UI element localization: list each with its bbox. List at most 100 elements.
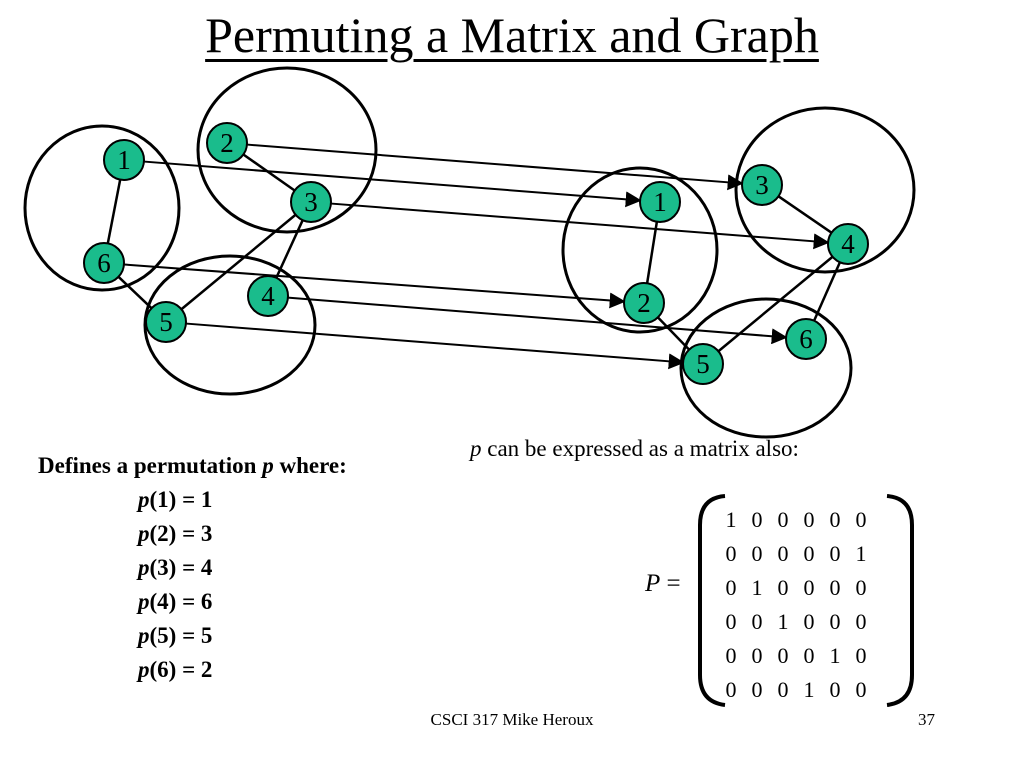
permutation-var: p [138,521,150,546]
matrix-cell: 1 [777,609,789,634]
node-label: 1 [117,145,131,175]
matrix-cell: 1 [751,575,763,600]
left-graph-edge [106,179,122,244]
node-circle [639,181,681,223]
left-graph-edge [242,153,296,192]
node-label: 6 [799,324,813,354]
matrix-cell: 0 [777,643,789,668]
node-circle [247,275,289,317]
permutation-value: (1) = 1 [149,487,213,512]
permutation-value: (4) = 6 [149,589,213,614]
matrix-cell: 0 [855,677,867,702]
right-brace [886,494,914,707]
matrix-cell: 0 [829,677,841,702]
right-graph-edge [717,255,834,353]
node-label: 3 [304,187,318,217]
heading-prefix: Defines a permutation [38,453,263,478]
matrix-cell: 0 [725,541,737,566]
permutation-var: p [138,623,150,648]
matrix-cell: 0 [855,643,867,668]
right-node-1: 1 [639,181,681,223]
mapping-arrow [185,322,685,370]
permutation-graph-diagram: 1 2 3 4 5 6 1 2 3 4 5 6 [23,66,916,439]
matrix-cell: 0 [777,541,789,566]
matrix-cell: 0 [751,677,763,702]
slide-title: Permuting a Matrix and Graph [205,7,819,63]
right-node-3: 3 [741,164,783,206]
permutation-var: p [138,487,150,512]
heading-suffix: where: [273,453,347,478]
matrix-cell: 0 [829,609,841,634]
group-ellipse [23,124,181,292]
node-label: 3 [755,170,769,200]
matrix-name: P [645,570,661,597]
node-circle [785,318,827,360]
matrix-cell: 0 [777,575,789,600]
right-node-2: 2 [623,282,665,324]
node-circle [103,139,145,181]
mapping-arrow [330,202,830,250]
node-circle [741,164,783,206]
left-graph-edge [117,275,153,310]
node-label: 2 [220,128,234,158]
node-circle [206,122,248,164]
footer-text: CSCI 317 Mike Heroux [430,710,594,729]
node-label: 4 [261,281,275,311]
node-circle [83,242,125,284]
matrix-cell: 0 [777,507,789,532]
mapping-arrow [123,263,626,309]
matrix-cell: 0 [777,677,789,702]
mapping-arrow [143,160,642,208]
matrix-cell: 0 [829,575,841,600]
matrix-cell: 0 [725,575,737,600]
group-ellipse [561,166,719,334]
left-node-5: 5 [145,301,187,343]
matrix-cell: 0 [725,609,737,634]
left-node-2: 2 [206,122,248,164]
permutation-line: p(2) = 3 [138,517,347,551]
node-circle [145,301,187,343]
matrix-cell: 0 [855,575,867,600]
permutation-value: (3) = 4 [149,555,213,580]
matrix-cell: 0 [725,677,737,702]
node-label: 4 [841,229,855,259]
matrix-cell: 0 [725,643,737,668]
node-label: 2 [637,288,651,318]
node-label: 5 [159,307,173,337]
matrix-equals: = [660,570,681,597]
left-node-1: 1 [103,139,145,181]
permutation-var: p [138,657,150,682]
permutation-definition: Defines a permutation p where: p(1) = 1 … [38,453,347,687]
permutation-list: p(1) = 1 p(2) = 3 p(3) = 4 p(4) = 6 p(5)… [38,483,347,687]
matrix-cell: 1 [829,643,841,668]
permutation-var: p [138,589,150,614]
node-circle [827,223,869,265]
heading-var: p [262,453,274,478]
matrix-symbol: P = [645,570,681,598]
permutation-line: p(3) = 4 [138,551,347,585]
permutation-line: p(6) = 2 [138,653,347,687]
matrix-cell: 0 [803,609,815,634]
node-circle [623,282,665,324]
permutation-value: (2) = 3 [149,521,213,546]
matrix-cell: 0 [855,507,867,532]
left-node-3: 3 [290,181,332,223]
left-node-4: 4 [247,275,289,317]
matrix-cell: 1 [803,677,815,702]
matrix-cell: 0 [751,541,763,566]
caption-var: p [470,436,482,461]
permutation-var: p [138,555,150,580]
left-graph-edge [180,213,297,311]
node-label: 5 [696,349,710,379]
matrix-cell: 0 [803,541,815,566]
right-node-5: 5 [682,343,724,385]
permutation-line: p(4) = 6 [138,585,347,619]
left-graph-edge [275,219,304,279]
node-label: 6 [97,248,111,278]
permutation-line: p(1) = 1 [138,483,347,517]
